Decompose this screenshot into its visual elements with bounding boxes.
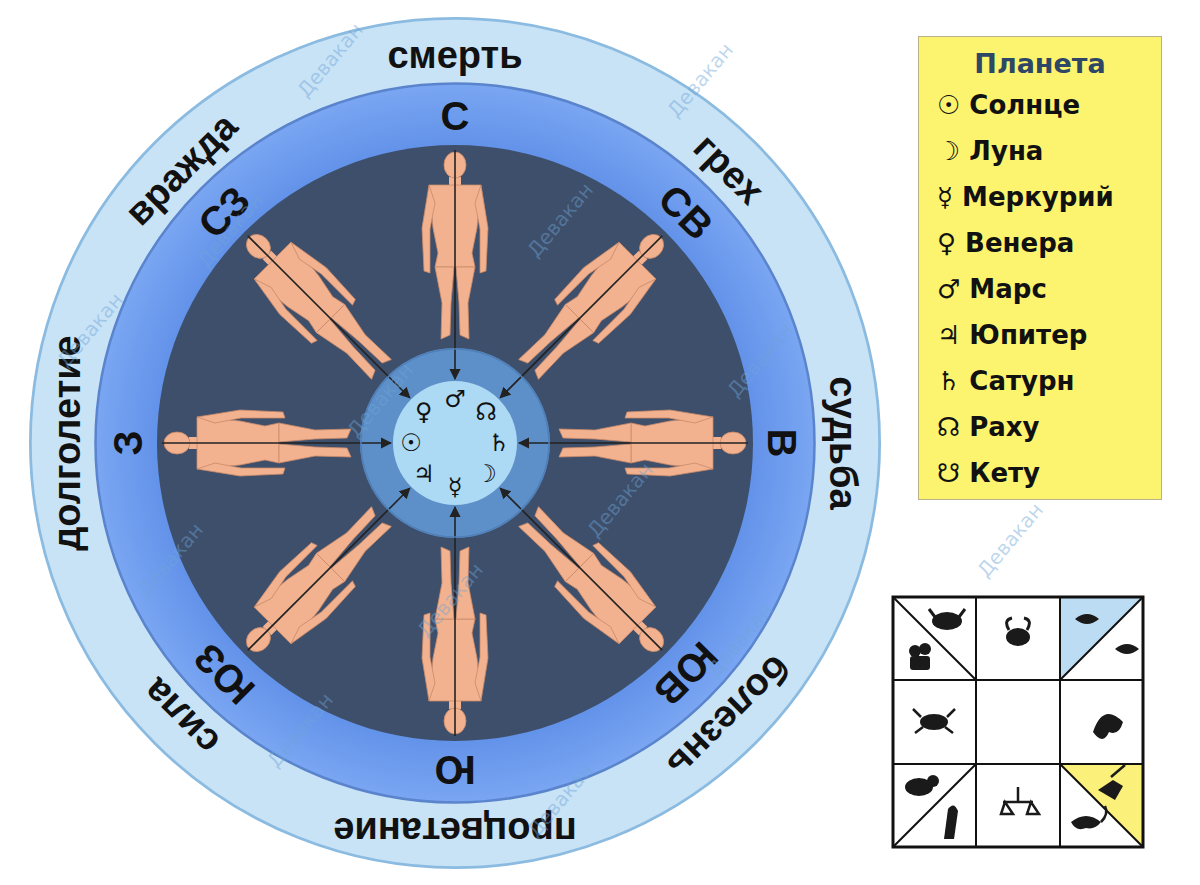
- inner-disk: [157, 145, 753, 741]
- outer-ring: ♂☊♄☽☿♃☉♀ССВВЮВЮЮЗЗСЗсмертьгрехсудьбаболе…: [30, 18, 880, 868]
- planet-symbol: ☉: [400, 431, 422, 455]
- legend-box: Планета ☉ Солнце ☽ Луна ☿ Меркурий ♀ Венера ♂…: [918, 36, 1162, 500]
- planet-symbol: ♂: [444, 387, 466, 411]
- node-outline-circle: [31, 19, 879, 867]
- direction-letter: СВ: [652, 177, 721, 246]
- legend-title: Планета: [919, 49, 1161, 79]
- node-outline: [30, 18, 880, 868]
- direction-letter: Ю: [434, 750, 475, 790]
- human-figures: [162, 150, 748, 736]
- planet-symbol: ♄: [488, 431, 510, 455]
- planet-symbol: ♃: [413, 462, 435, 486]
- planet-symbol: ☊: [475, 400, 496, 424]
- planet-symbol: ♀: [415, 400, 433, 424]
- outer-band: [30, 18, 880, 868]
- direction-letter: В: [762, 429, 802, 458]
- legend-entry: ☽ Луна: [937, 137, 1043, 166]
- watermark: Девакан: [972, 498, 1048, 582]
- direction-band: [95, 83, 815, 803]
- ring-word: смерть: [387, 36, 522, 74]
- direction-letter: С: [441, 96, 470, 136]
- direction-ring: ♂☊♄☽☿♃☉♀ССВВЮВЮЮЗЗСЗ: [95, 83, 815, 803]
- legend-entry: ♄ Сатурн: [937, 367, 1075, 396]
- node-outline: [95, 83, 815, 803]
- legend-entry: ♂ Марс: [937, 275, 1047, 304]
- legend-entry: ♃ Юпитер: [937, 321, 1087, 350]
- direction-letter: З: [108, 430, 148, 455]
- node-outline-circle: [96, 84, 814, 802]
- hub-core: [393, 381, 517, 505]
- planet-symbol: ☿: [448, 475, 463, 499]
- wheel-graphic: [30, 18, 880, 868]
- direction-letter: ЮЗ: [186, 637, 261, 712]
- zodiac-chart: [893, 597, 1143, 847]
- legend-entry: ☋ Кету: [937, 459, 1040, 488]
- legend-entry: ☉ Солнце: [937, 91, 1080, 120]
- zodiac-icons: [905, 609, 1139, 839]
- planet-symbol: ☽: [475, 462, 497, 486]
- legend-entry: ☿ Меркурий: [937, 183, 1114, 212]
- legend-entry: ☊ Раху: [937, 413, 1039, 442]
- ring-word: судьба: [824, 376, 862, 509]
- legend-entry: ♀ Венера: [937, 229, 1074, 258]
